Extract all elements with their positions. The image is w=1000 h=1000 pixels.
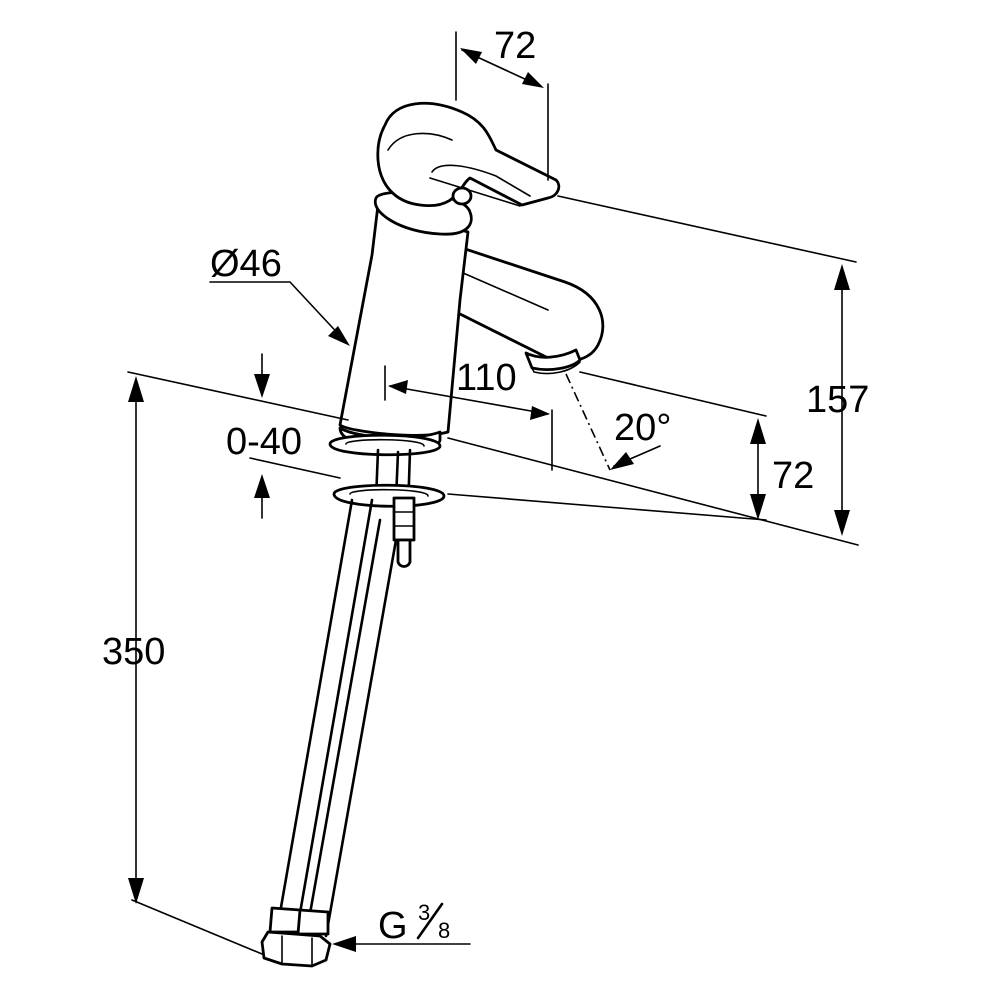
spout-reach-label: 110 [456, 357, 517, 399]
connection-letter: G [378, 905, 408, 947]
dimension-spout-reach: 110 [388, 357, 550, 420]
dimension-clearance: 72 [750, 418, 814, 520]
handle-width-label: 72 [494, 25, 536, 67]
height-label: 157 [806, 379, 869, 421]
hose-length-label: 350 [102, 631, 165, 673]
diameter-label: Ø46 [210, 243, 282, 285]
dimension-connection: G 3 8 [332, 900, 471, 952]
dimension-angle: 20° [610, 407, 671, 470]
connection-numerator: 3 [418, 900, 430, 925]
dimension-diameter: Ø46 [209, 243, 350, 346]
faucet-body [328, 101, 605, 568]
deck-thickness-label: 0-40 [226, 421, 302, 463]
dimension-deck-thickness: 0-40 [226, 353, 302, 519]
dimension-handle-width: 72 [460, 25, 544, 88]
clearance-label: 72 [772, 455, 814, 497]
connection-denominator: 8 [438, 918, 450, 943]
supply-hoses [260, 498, 398, 968]
angle-label: 20° [614, 407, 671, 449]
fraction-slash [416, 902, 444, 940]
dimension-height: 157 [806, 264, 869, 536]
extension-lines [127, 31, 859, 955]
dimension-hose-length: 350 [102, 376, 165, 904]
